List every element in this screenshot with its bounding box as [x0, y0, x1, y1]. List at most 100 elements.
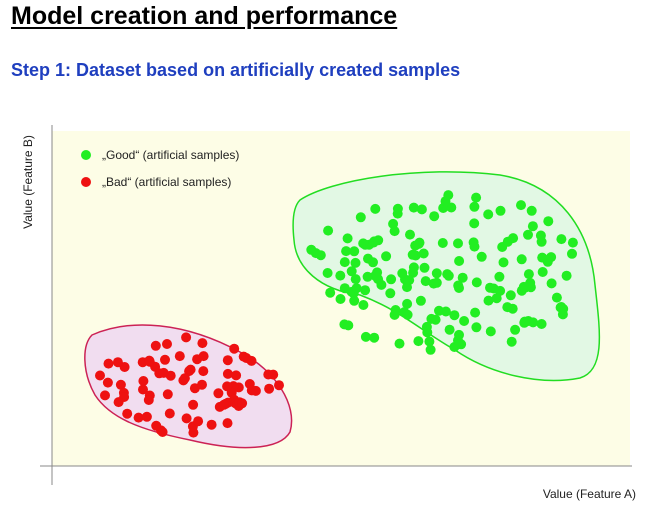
bad-point — [158, 367, 169, 378]
good-point — [453, 280, 464, 291]
good-point — [428, 278, 439, 289]
good-point — [561, 270, 572, 281]
good-point — [469, 218, 480, 229]
good-point — [341, 246, 352, 257]
good-point — [523, 269, 534, 280]
good-point — [408, 262, 419, 273]
good-point — [418, 248, 429, 259]
bad-point — [157, 427, 168, 437]
good-point — [494, 271, 505, 282]
bad-point — [188, 399, 199, 410]
good-point — [429, 211, 440, 222]
page-subtitle: Step 1: Dataset based on artificially cr… — [11, 60, 461, 80]
good-point — [416, 204, 427, 215]
good-point — [370, 203, 381, 214]
good-point — [483, 295, 494, 306]
good-point — [502, 302, 513, 313]
good-point — [471, 192, 482, 203]
good-point — [402, 298, 413, 309]
good-point — [424, 336, 435, 347]
good-point — [323, 225, 334, 236]
good-point — [444, 324, 455, 335]
good-point — [471, 277, 482, 288]
good-point — [401, 275, 412, 286]
good-point — [339, 257, 350, 268]
bad-point — [95, 370, 105, 381]
bad-point — [229, 343, 240, 354]
good-point — [506, 336, 517, 347]
bad-point — [237, 398, 248, 409]
bad-point — [115, 379, 126, 390]
good-point — [470, 307, 481, 318]
bad-point — [113, 397, 124, 408]
good-point — [431, 268, 442, 279]
good-point — [350, 274, 361, 285]
bad-point — [222, 355, 233, 366]
good-point — [437, 238, 448, 248]
bad-point — [231, 370, 242, 381]
good-point — [556, 302, 567, 312]
good-point — [551, 292, 562, 303]
bad-point — [197, 338, 208, 349]
good-point — [495, 205, 506, 216]
bad-points — [95, 332, 284, 438]
bad-point — [213, 388, 224, 399]
bad-point — [246, 355, 257, 366]
good-point — [556, 234, 567, 245]
good-point — [362, 271, 373, 282]
good-point — [516, 200, 526, 211]
good-point — [519, 316, 530, 327]
good-point — [523, 229, 533, 240]
good-point — [358, 300, 369, 310]
bad-point — [222, 368, 233, 379]
good-point — [419, 262, 430, 273]
good-point — [505, 290, 516, 301]
bad-point — [198, 351, 209, 362]
legend-bad-label: „Bad“ (artificial samples) — [102, 175, 231, 189]
good-point — [459, 316, 470, 326]
good-point — [343, 320, 354, 331]
bad-point — [100, 390, 110, 401]
good-point — [536, 236, 547, 247]
bad-point — [150, 340, 161, 351]
good-point — [385, 288, 396, 299]
good-point — [485, 282, 495, 293]
bad-point — [144, 355, 155, 366]
good-point — [369, 332, 380, 343]
legend-bad-marker — [81, 177, 91, 187]
good-point — [422, 327, 433, 338]
good-point — [567, 248, 577, 259]
good-point — [543, 216, 554, 227]
good-points — [306, 190, 578, 355]
good-point — [502, 236, 513, 247]
bad-point — [264, 383, 275, 394]
good-point — [339, 283, 350, 294]
good-point — [469, 201, 480, 212]
good-point — [453, 238, 463, 249]
good-point — [397, 268, 408, 279]
bad-point — [133, 412, 144, 423]
good-point — [355, 212, 366, 223]
good-point — [394, 338, 405, 349]
good-point — [370, 270, 381, 281]
bad-point — [222, 381, 233, 392]
good-point — [389, 309, 400, 320]
bad-point — [141, 411, 152, 422]
bad-point — [197, 379, 207, 390]
bad-point — [112, 357, 123, 368]
bad-point — [218, 399, 229, 410]
good-point — [420, 276, 431, 287]
bad-point — [238, 351, 249, 362]
good-point — [414, 237, 425, 248]
good-point — [546, 252, 557, 263]
bad-point — [181, 332, 192, 343]
good-point — [516, 254, 527, 265]
good-point — [454, 256, 465, 266]
good-point — [349, 295, 360, 306]
good-point — [346, 266, 357, 277]
bad-point — [268, 369, 279, 380]
good-point — [360, 285, 371, 296]
good-point — [342, 233, 353, 244]
good-point — [425, 344, 436, 355]
